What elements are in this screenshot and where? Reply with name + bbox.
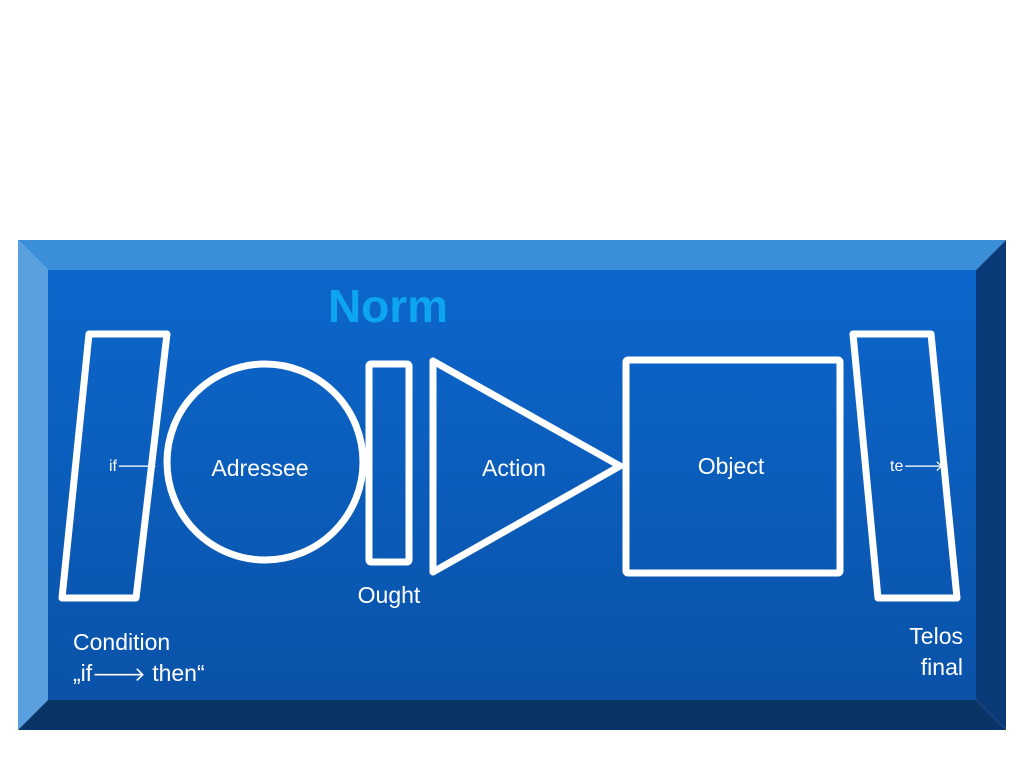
diagram-title: Norm [328,280,448,332]
action-triangle [429,357,624,576]
telos-caption-line1: Telos [909,623,963,649]
object-label: Object [698,453,765,479]
arrow-right-icon: 🡒 [117,457,157,475]
condition-caption-line1: Condition [73,629,170,655]
addressee-label: Adressee [211,455,308,481]
panel-bevel-right [976,240,1006,730]
panel-bevel-top [18,240,1006,270]
action-label: Action [482,455,546,481]
panel-face [48,270,976,700]
condition-inner-label: if🡒 [109,457,157,475]
arrow-right-icon: 🡒 [903,457,943,475]
object-rectangle [622,356,844,577]
panel-bevel-left [18,240,48,730]
ought-label: Ought [358,582,421,608]
ought-bar [365,360,413,566]
condition-caption-line2: „if🡒 then“ [73,660,205,686]
telos-inner-label: te🡒 [890,457,944,475]
condition-shape [58,330,171,602]
panel-bevel-bottom [18,700,1006,730]
arrow-right-icon: 🡒 [92,662,146,686]
panel [18,240,1006,730]
telos-caption-line2: final [921,654,963,680]
addressee-circle [163,360,367,564]
telos-shape [849,330,961,602]
